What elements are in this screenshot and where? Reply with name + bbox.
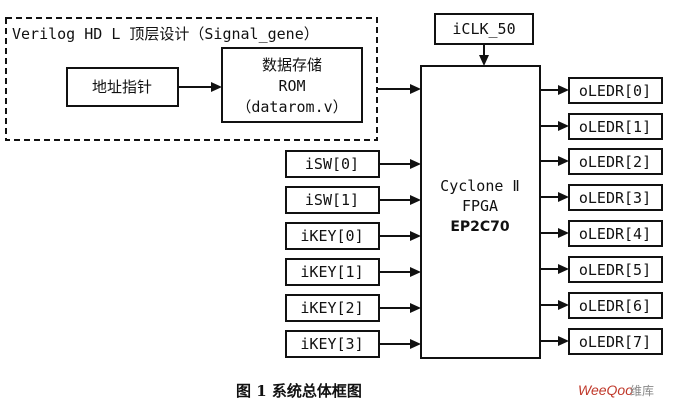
output-arrowhead-oledr2 [558, 156, 569, 166]
input-arrowhead-isw0 [410, 159, 421, 169]
clock-box [434, 13, 534, 45]
input-arrowhead-ikey2 [410, 303, 421, 313]
output-box-oledr0 [568, 77, 663, 104]
input-label-ikey0: iKEY[0] [300, 227, 363, 245]
output-arrowhead-oledr7 [558, 336, 569, 346]
fpga-line-2: FPGA [462, 197, 498, 215]
group-to-fpga-arrowhead [410, 84, 421, 94]
output-label-oledr0: oLEDR[0] [579, 82, 651, 100]
output-arrowhead-oledr6 [558, 300, 569, 310]
output-box-oledr1 [568, 113, 663, 140]
output-arrowhead-oledr1 [558, 121, 569, 131]
watermark-suffix: 维库 [630, 383, 654, 398]
watermark-brand: WeeQoo [578, 382, 633, 398]
output-label-oledr1: oLEDR[1] [579, 118, 651, 136]
input-arrowhead-isw1 [410, 195, 421, 205]
rom-line-1: 数据存储 [262, 56, 322, 74]
output-label-oledr3: oLEDR[3] [579, 189, 651, 207]
output-box-oledr7 [568, 328, 663, 355]
output-box-oledr2 [568, 148, 663, 175]
output-label-oledr6: oLEDR[6] [579, 297, 651, 315]
fpga-line-3: EP2C70 [450, 219, 510, 235]
rom-line-3: （datarom.v） [236, 98, 347, 116]
output-signals: oLEDR[0] oLEDR[1] oLEDR[2] oLEDR[3] oLED… [540, 77, 663, 355]
input-label-ikey3: iKEY[3] [300, 335, 363, 353]
output-arrowhead-oledr3 [558, 192, 569, 202]
input-arrowhead-ikey3 [410, 339, 421, 349]
input-arrowhead-ikey0 [410, 231, 421, 241]
output-arrowhead-oledr0 [558, 85, 569, 95]
input-box-ikey3 [285, 330, 380, 358]
input-label-isw0: iSW[0] [305, 155, 359, 173]
figure-caption: 图 1 系统总体框图 [236, 382, 362, 400]
output-label-oledr5: oLEDR[5] [579, 261, 651, 279]
hdl-group-frame [5, 17, 378, 141]
fpga-line-1: Cyclone Ⅱ [440, 177, 520, 195]
clock-label: iCLK_50 [452, 20, 515, 38]
output-box-oledr5 [568, 256, 663, 283]
output-label-oledr7: oLEDR[7] [579, 333, 651, 351]
output-box-oledr6 [568, 292, 663, 319]
fpga-block [420, 65, 541, 359]
input-arrowhead-ikey1 [410, 267, 421, 277]
clock-to-fpga-arrowhead [479, 55, 489, 66]
input-signals: iSW[0] iSW[1] iKEY[0] iKEY[1] iKEY[2] iK… [285, 150, 421, 358]
output-label-oledr2: oLEDR[2] [579, 153, 651, 171]
output-box-oledr4 [568, 220, 663, 247]
pointer-to-rom-arrowhead [211, 82, 222, 92]
rom-line-2: ROM [278, 77, 305, 95]
rom-box [221, 47, 363, 123]
input-label-ikey2: iKEY[2] [300, 299, 363, 317]
output-label-oledr4: oLEDR[4] [579, 225, 651, 243]
output-arrowhead-oledr4 [558, 228, 569, 238]
output-arrowhead-oledr5 [558, 264, 569, 274]
hdl-group-title: Verilog HD L 顶层设计（Signal_gene） [12, 25, 319, 43]
address-pointer-label: 地址指针 [92, 78, 152, 96]
input-box-ikey2 [285, 294, 380, 322]
output-box-oledr3 [568, 184, 663, 211]
input-label-isw1: iSW[1] [305, 191, 359, 209]
input-label-ikey1: iKEY[1] [300, 263, 363, 281]
